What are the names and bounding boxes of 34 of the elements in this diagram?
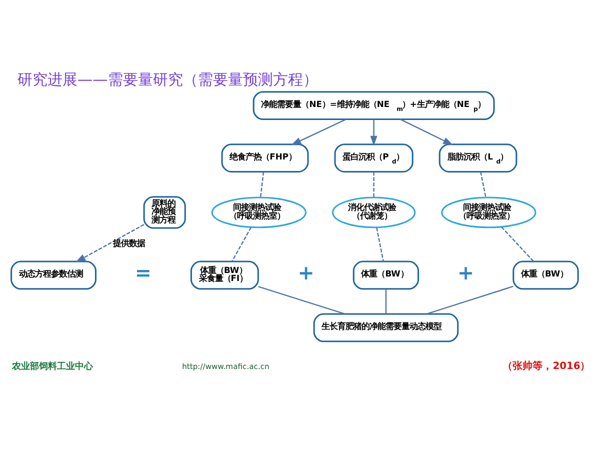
connector — [260, 172, 264, 198]
connector — [501, 226, 534, 262]
node-box: 动态方程参数估测 — [10, 260, 96, 290]
arrow — [370, 119, 378, 146]
node-box: 蛋白沉积（P$_{d}$） — [334, 144, 414, 172]
node-box: 绝食产热（FHP） — [221, 144, 309, 172]
node-box: 体重（BW） — [512, 260, 579, 290]
arrow — [400, 118, 454, 146]
diagram-title: 研究进展——需要量研究（需要量预测方程） — [17, 70, 318, 88]
connector — [426, 286, 514, 315]
arrow — [76, 224, 144, 262]
label: = — [134, 261, 152, 284]
label: （张帅等，2016） — [502, 361, 590, 372]
node-box: 原料的净能预测方程 — [143, 196, 186, 229]
edge-label: 提供数据 — [112, 238, 145, 248]
connector — [231, 227, 252, 262]
connector — [258, 286, 346, 315]
label: 农业部饲料工业中心 — [12, 362, 94, 372]
node-box: 生长育肥猪的净能需要量动态模型 — [313, 313, 459, 342]
connector — [373, 172, 374, 198]
label: http://www.mafic.ac.cn — [182, 362, 270, 372]
node-box: 体重（BW）采食量（FI） — [190, 260, 259, 290]
label: + — [457, 261, 474, 284]
connector — [480, 172, 486, 198]
node-box: 脂肪沉积（L$_{d}$） — [438, 144, 518, 172]
node-ellipse: 间接测热试验（呼吸测热室） — [211, 196, 306, 228]
label: + — [298, 261, 314, 284]
node-box: 净能需要量（NE）=维持净能（NE$_{m}$）+生产净能（NE$_{p}$） — [252, 91, 495, 120]
connector — [385, 289, 387, 314]
arrow — [291, 118, 346, 146]
node-box: 体重（BW） — [352, 260, 420, 290]
node-ellipse: 消化代谢试验（代谢笼） — [332, 196, 416, 228]
connector — [376, 228, 384, 262]
node-ellipse: 间接测热试验（呼吸测热室） — [441, 196, 536, 228]
